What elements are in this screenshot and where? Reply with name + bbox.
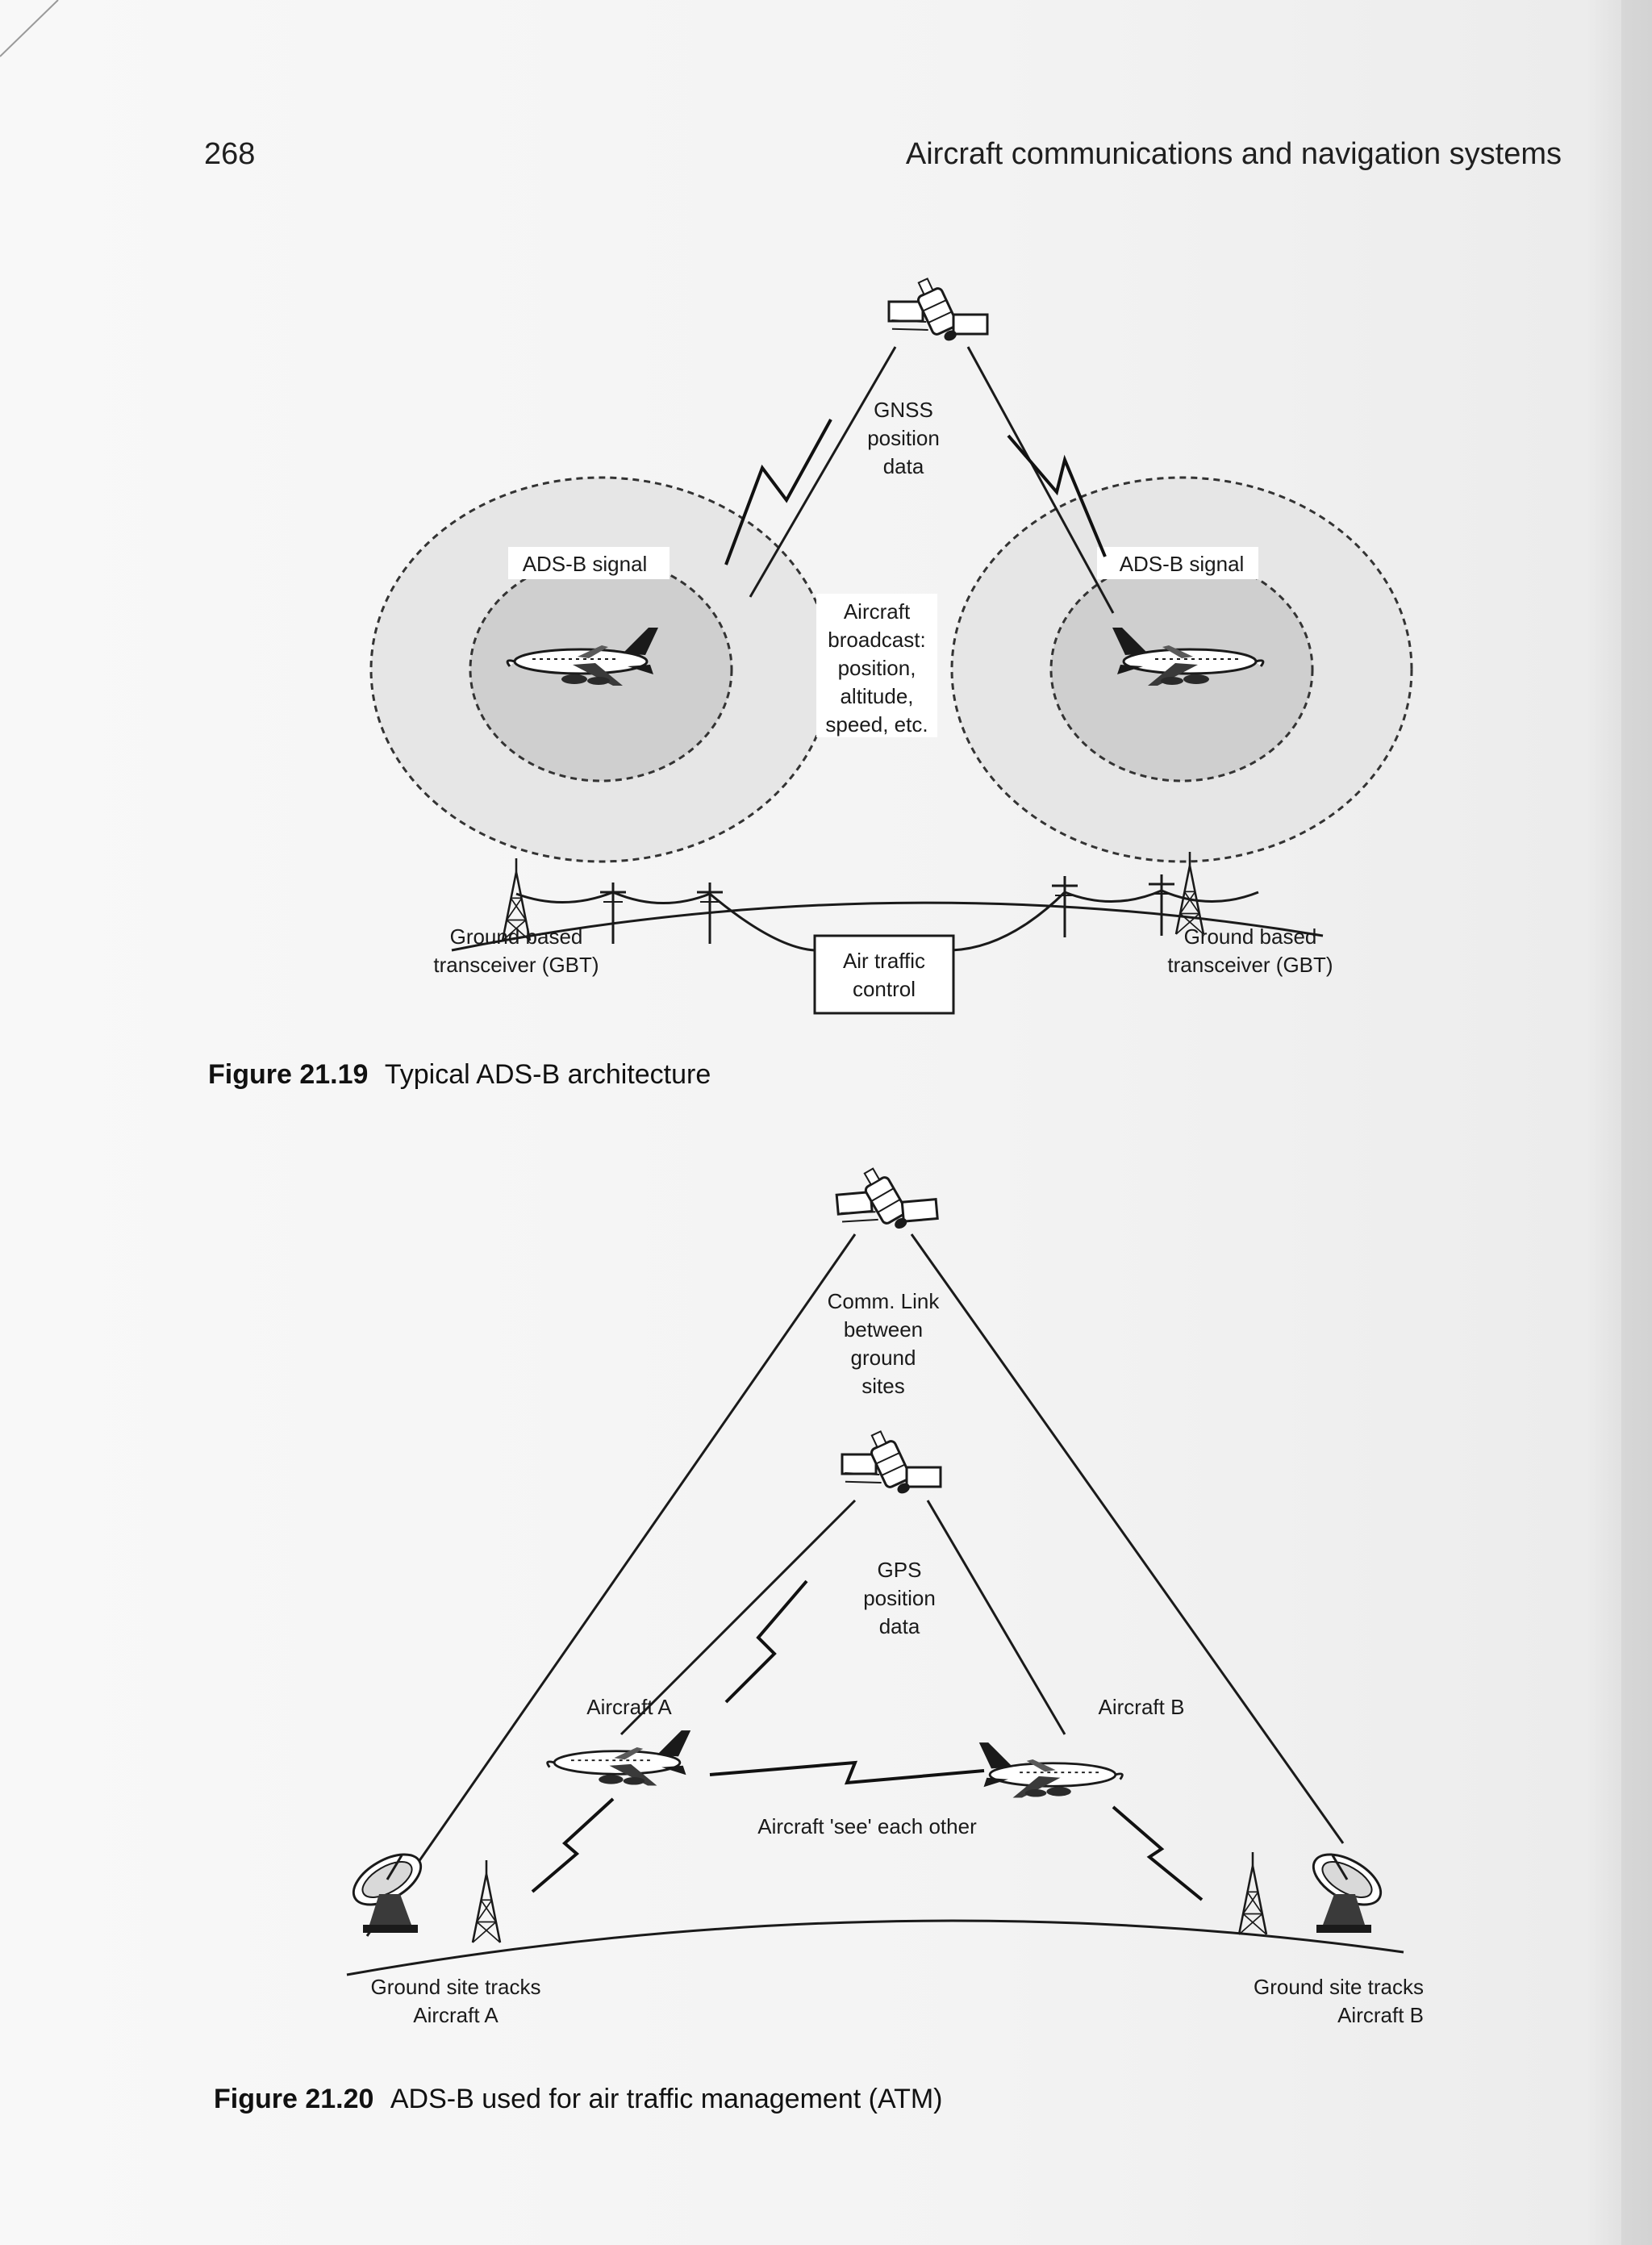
cable-atc-left <box>709 892 816 952</box>
aircraft-a-icon <box>546 1729 692 1787</box>
svg-text:GNSS: GNSS <box>874 398 933 422</box>
gps-ray-right <box>926 1500 1066 1735</box>
signal-bolt-right <box>1007 434 1107 557</box>
svg-text:ground: ground <box>851 1346 916 1370</box>
gbt-label-right: Ground based transceiver (GBT) <box>1167 924 1333 977</box>
svg-text:data: data <box>883 454 924 478</box>
svg-text:position: position <box>863 1586 936 1610</box>
ground-curve-20 <box>346 1919 1404 1976</box>
svg-text:position,: position, <box>838 656 916 680</box>
gbt-antenna-right-icon <box>1174 850 1205 936</box>
svg-text:Aircraft A: Aircraft A <box>413 2003 499 2027</box>
comm-link-label: Comm. Link between ground sites <box>828 1289 941 1398</box>
gps-label: GPS position data <box>863 1558 936 1638</box>
svg-text:Ground site tracks: Ground site tracks <box>371 1975 541 1999</box>
svg-text:between: between <box>844 1317 923 1342</box>
svg-text:transceiver (GBT): transceiver (GBT) <box>433 953 599 977</box>
page-corner-line <box>0 0 59 57</box>
pole-right-2 <box>1147 873 1176 937</box>
signal-bolt-left <box>724 419 832 565</box>
see-each-other-bolt <box>709 1760 985 1785</box>
aircraft-b-icon <box>978 1741 1124 1799</box>
gnss-label: GNSS position data <box>867 398 940 478</box>
ground-antenna-b-icon <box>1237 1851 1268 1936</box>
figure-21-20-caption: Figure 21.20 ADS-B used for air traffic … <box>214 2084 943 2114</box>
radar-dish-a-icon <box>344 1842 431 1934</box>
broadcast-label-bg <box>816 594 937 737</box>
gnss-ray-left <box>749 346 897 598</box>
svg-text:Ground based: Ground based <box>1184 924 1317 949</box>
radar-dish-b-icon <box>1304 1842 1391 1934</box>
comm-ray-right <box>910 1233 1345 1844</box>
svg-text:Aircraft: Aircraft <box>844 599 911 624</box>
binding-shadow <box>1621 0 1652 2245</box>
svg-text:control: control <box>853 977 916 1001</box>
broadcast-label: Aircraft broadcast: position, altitude, … <box>825 599 928 737</box>
gnss-ray-right <box>966 346 1115 614</box>
ground-bolt-left <box>531 1797 615 1893</box>
svg-text:broadcast:: broadcast: <box>828 628 925 652</box>
figure-21-20: Comm. Link between ground sites GPS posi… <box>214 1147 1424 2114</box>
pole-left-1 <box>599 881 628 945</box>
gps-ray-left <box>620 1499 857 1736</box>
gps-bolt <box>724 1579 808 1704</box>
svg-text:speed, etc.: speed, etc. <box>825 712 928 737</box>
atc-box <box>813 934 955 1015</box>
comm-satellite-icon <box>825 1147 946 1262</box>
aircraft-b-label: Aircraft B <box>1099 1695 1185 1719</box>
figure-21-19-caption: Figure 21.19 Typical ADS-B architecture <box>208 1059 711 1090</box>
adsb-signal-label-left: ADS-B signal <box>523 552 648 576</box>
signal-label-bg-right <box>1097 547 1258 579</box>
page-number: 268 <box>204 137 256 171</box>
svg-text:Aircraft B: Aircraft B <box>1337 2003 1424 2027</box>
svg-text:GPS: GPS <box>878 1558 922 1582</box>
aircraft-a-label: Aircraft A <box>586 1695 672 1719</box>
gbt-label-left: Ground based transceiver (GBT) <box>433 924 599 977</box>
ground-site-b-label: Ground site tracks Aircraft B <box>1254 1975 1424 2027</box>
signal-label-bg-left <box>508 547 670 579</box>
svg-text:Comm. Link: Comm. Link <box>828 1289 941 1313</box>
svg-text:position: position <box>867 426 940 450</box>
svg-text:Ground site tracks: Ground site tracks <box>1254 1975 1424 1999</box>
svg-text:transceiver (GBT): transceiver (GBT) <box>1167 953 1333 977</box>
svg-text:sites: sites <box>861 1374 904 1398</box>
ground-antenna-a-icon <box>471 1859 502 1944</box>
adsb-signal-label-right: ADS-B signal <box>1120 552 1245 576</box>
svg-text:Air traffic: Air traffic <box>843 949 925 973</box>
svg-text:data: data <box>879 1614 920 1638</box>
svg-text:Ground based: Ground based <box>450 924 583 949</box>
atc-label: Air traffic control <box>843 949 925 1001</box>
figure-21-19: GNSS position data ADS-B signal ADS-B si… <box>208 261 1413 1090</box>
ground-bolt-right <box>1112 1805 1204 1901</box>
gnss-satellite-icon <box>878 261 996 371</box>
svg-text:altitude,: altitude, <box>840 684 913 708</box>
comm-ray-left <box>365 1233 857 1937</box>
ground-site-a-label: Ground site tracks Aircraft A <box>371 1975 541 2027</box>
cable-atc-right <box>951 891 1066 952</box>
see-each-other-label: Aircraft 'see' each other <box>757 1814 977 1838</box>
running-head: Aircraft communications and navigation s… <box>905 137 1562 171</box>
